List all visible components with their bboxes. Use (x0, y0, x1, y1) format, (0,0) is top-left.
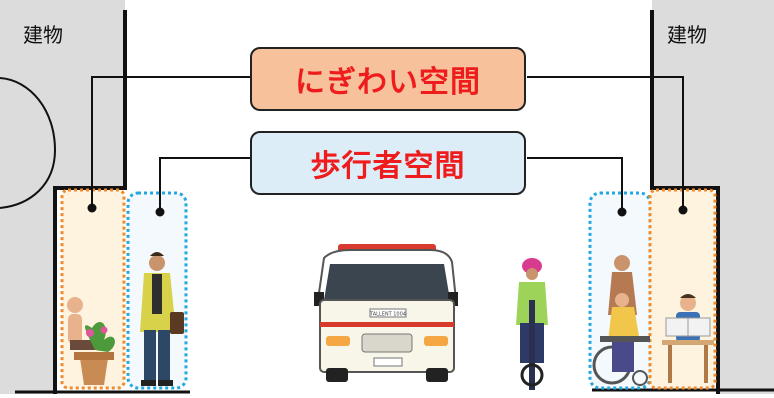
nigiwai-space-label: にぎわい空間 (250, 47, 526, 111)
left-pedestrian-dot (155, 207, 165, 217)
ambulance: TALLENT 1004 (314, 244, 458, 382)
cyclist (516, 258, 548, 390)
left-nigiwai-dot (87, 203, 97, 213)
right-pedestrian-dot (617, 207, 627, 217)
arc-shape (0, 77, 57, 209)
left-building-label: 建物 (23, 23, 63, 47)
walking-man (140, 252, 184, 386)
right-nigiwai-dot (678, 205, 688, 215)
right-building-label: 建物 (667, 23, 707, 47)
pedestrian-space-label: 歩行者空間 (250, 131, 526, 195)
seated-person-with-plant (67, 297, 115, 385)
left-building (0, 0, 127, 394)
hokousha-connectors (159, 157, 623, 212)
nigiwai-connectors (91, 76, 684, 210)
boy-reading-at-table (662, 294, 714, 383)
ambulance-plate-text: TALLENT 1004 (369, 312, 406, 318)
wheelchair-group (592, 255, 650, 386)
